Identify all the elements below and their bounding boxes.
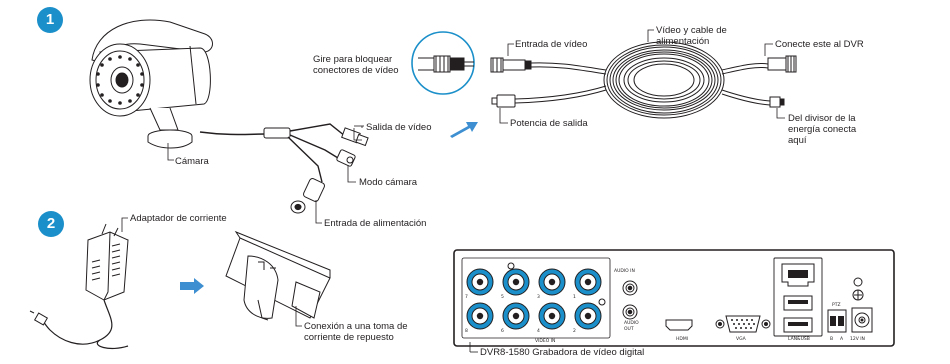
dvr-hdmi-label: HDMI — [676, 336, 688, 342]
wall-outlet — [225, 230, 331, 321]
label-video-in: Entrada de vídeo — [515, 39, 588, 50]
dvr-audio-ports — [622, 280, 638, 320]
label-camera-mode: Modo cámara — [359, 177, 418, 188]
dvr-ptz-b-label: B — [830, 336, 833, 342]
bnc-port-bottom-2-number: 2 — [573, 328, 576, 334]
adapter-callouts — [121, 217, 302, 327]
dvr-audio-out-label: AUDIO — [624, 320, 639, 326]
dvr-power-area — [851, 277, 873, 333]
label-cable: Vídeo y cable de alimentación — [656, 25, 727, 47]
dvr-ptz-terminal — [827, 309, 847, 333]
label-dvr: DVR8-1580 Grabadora de vídeo digital — [480, 347, 645, 358]
dvr-video-in-label: VIDEO IN — [535, 338, 555, 344]
dvr-vga-port — [715, 315, 771, 333]
label-lock-hint: Gire para bloquear conectores de vídeo — [313, 54, 399, 76]
cable-callouts — [499, 29, 785, 124]
dvr-lan-usb-ports — [773, 257, 823, 337]
bnc-port-top-7: 7 — [465, 268, 494, 300]
dvr-audio-out-label-2: OUT — [624, 326, 634, 332]
step-1-badge: 1 — [37, 7, 63, 33]
dvr-audio-in-label: AUDIO IN — [614, 268, 635, 274]
label-splitter: Del divisor de la energía conecta aquí — [788, 113, 857, 146]
camera-callouts — [167, 125, 364, 224]
dvr-12v-label: 12V IN — [850, 336, 865, 342]
bnc-port-bottom-4-number: 4 — [537, 328, 540, 334]
label-power-in: Entrada de alimentación — [324, 218, 427, 229]
bnc-port-top-1: 1 — [573, 268, 602, 300]
dvr-bnc-ports: 7 5 3 1 8 6 4 2 — [465, 268, 602, 334]
label-video-out: Salida de vídeo — [366, 122, 432, 133]
bnc-port-top-7-number: 7 — [465, 294, 468, 300]
dvr-vga-label: VGA — [736, 336, 747, 342]
label-camera: Cámara — [175, 156, 209, 167]
bnc-port-bottom-4: 4 — [537, 302, 566, 334]
flow-arrow-2 — [180, 278, 204, 294]
bnc-port-top-3: 3 — [537, 268, 566, 300]
label-outlet: Conexión a una toma de corriente de repu… — [304, 321, 408, 343]
bnc-port-top-1-number: 1 — [573, 294, 576, 300]
label-connect-dvr: Conecte este al DVR — [775, 39, 864, 50]
camera-pigtail — [263, 123, 369, 214]
label-adapter: Adaptador de corriente — [130, 213, 227, 224]
flow-arrow-1 — [450, 122, 478, 138]
power-adapter — [29, 223, 129, 350]
lock-zoom-circle — [411, 31, 475, 95]
step-2-badge: 2 — [38, 211, 64, 237]
bnc-port-bottom-2: 2 — [573, 302, 602, 334]
dvr-hdmi-port — [665, 319, 693, 331]
bullet-camera — [89, 19, 267, 149]
bnc-port-top-3-number: 3 — [537, 294, 540, 300]
bnc-port-top-5: 5 — [501, 268, 530, 300]
extension-cable — [490, 41, 797, 119]
bnc-port-bottom-8-number: 8 — [465, 328, 468, 334]
bnc-port-bottom-6-number: 6 — [501, 328, 504, 334]
bnc-port-bottom-8: 8 — [465, 302, 494, 334]
bnc-port-bottom-6: 6 — [501, 302, 530, 334]
dvr-ptz-label: PTZ — [832, 302, 841, 308]
bnc-port-top-5-number: 5 — [501, 294, 504, 300]
dvr-back-panel — [453, 249, 895, 353]
dvr-ptz-a-label: A — [840, 336, 844, 342]
dvr-lan-usb-label: LAN&USB — [788, 336, 810, 342]
label-power-out: Potencia de salida — [510, 118, 588, 129]
